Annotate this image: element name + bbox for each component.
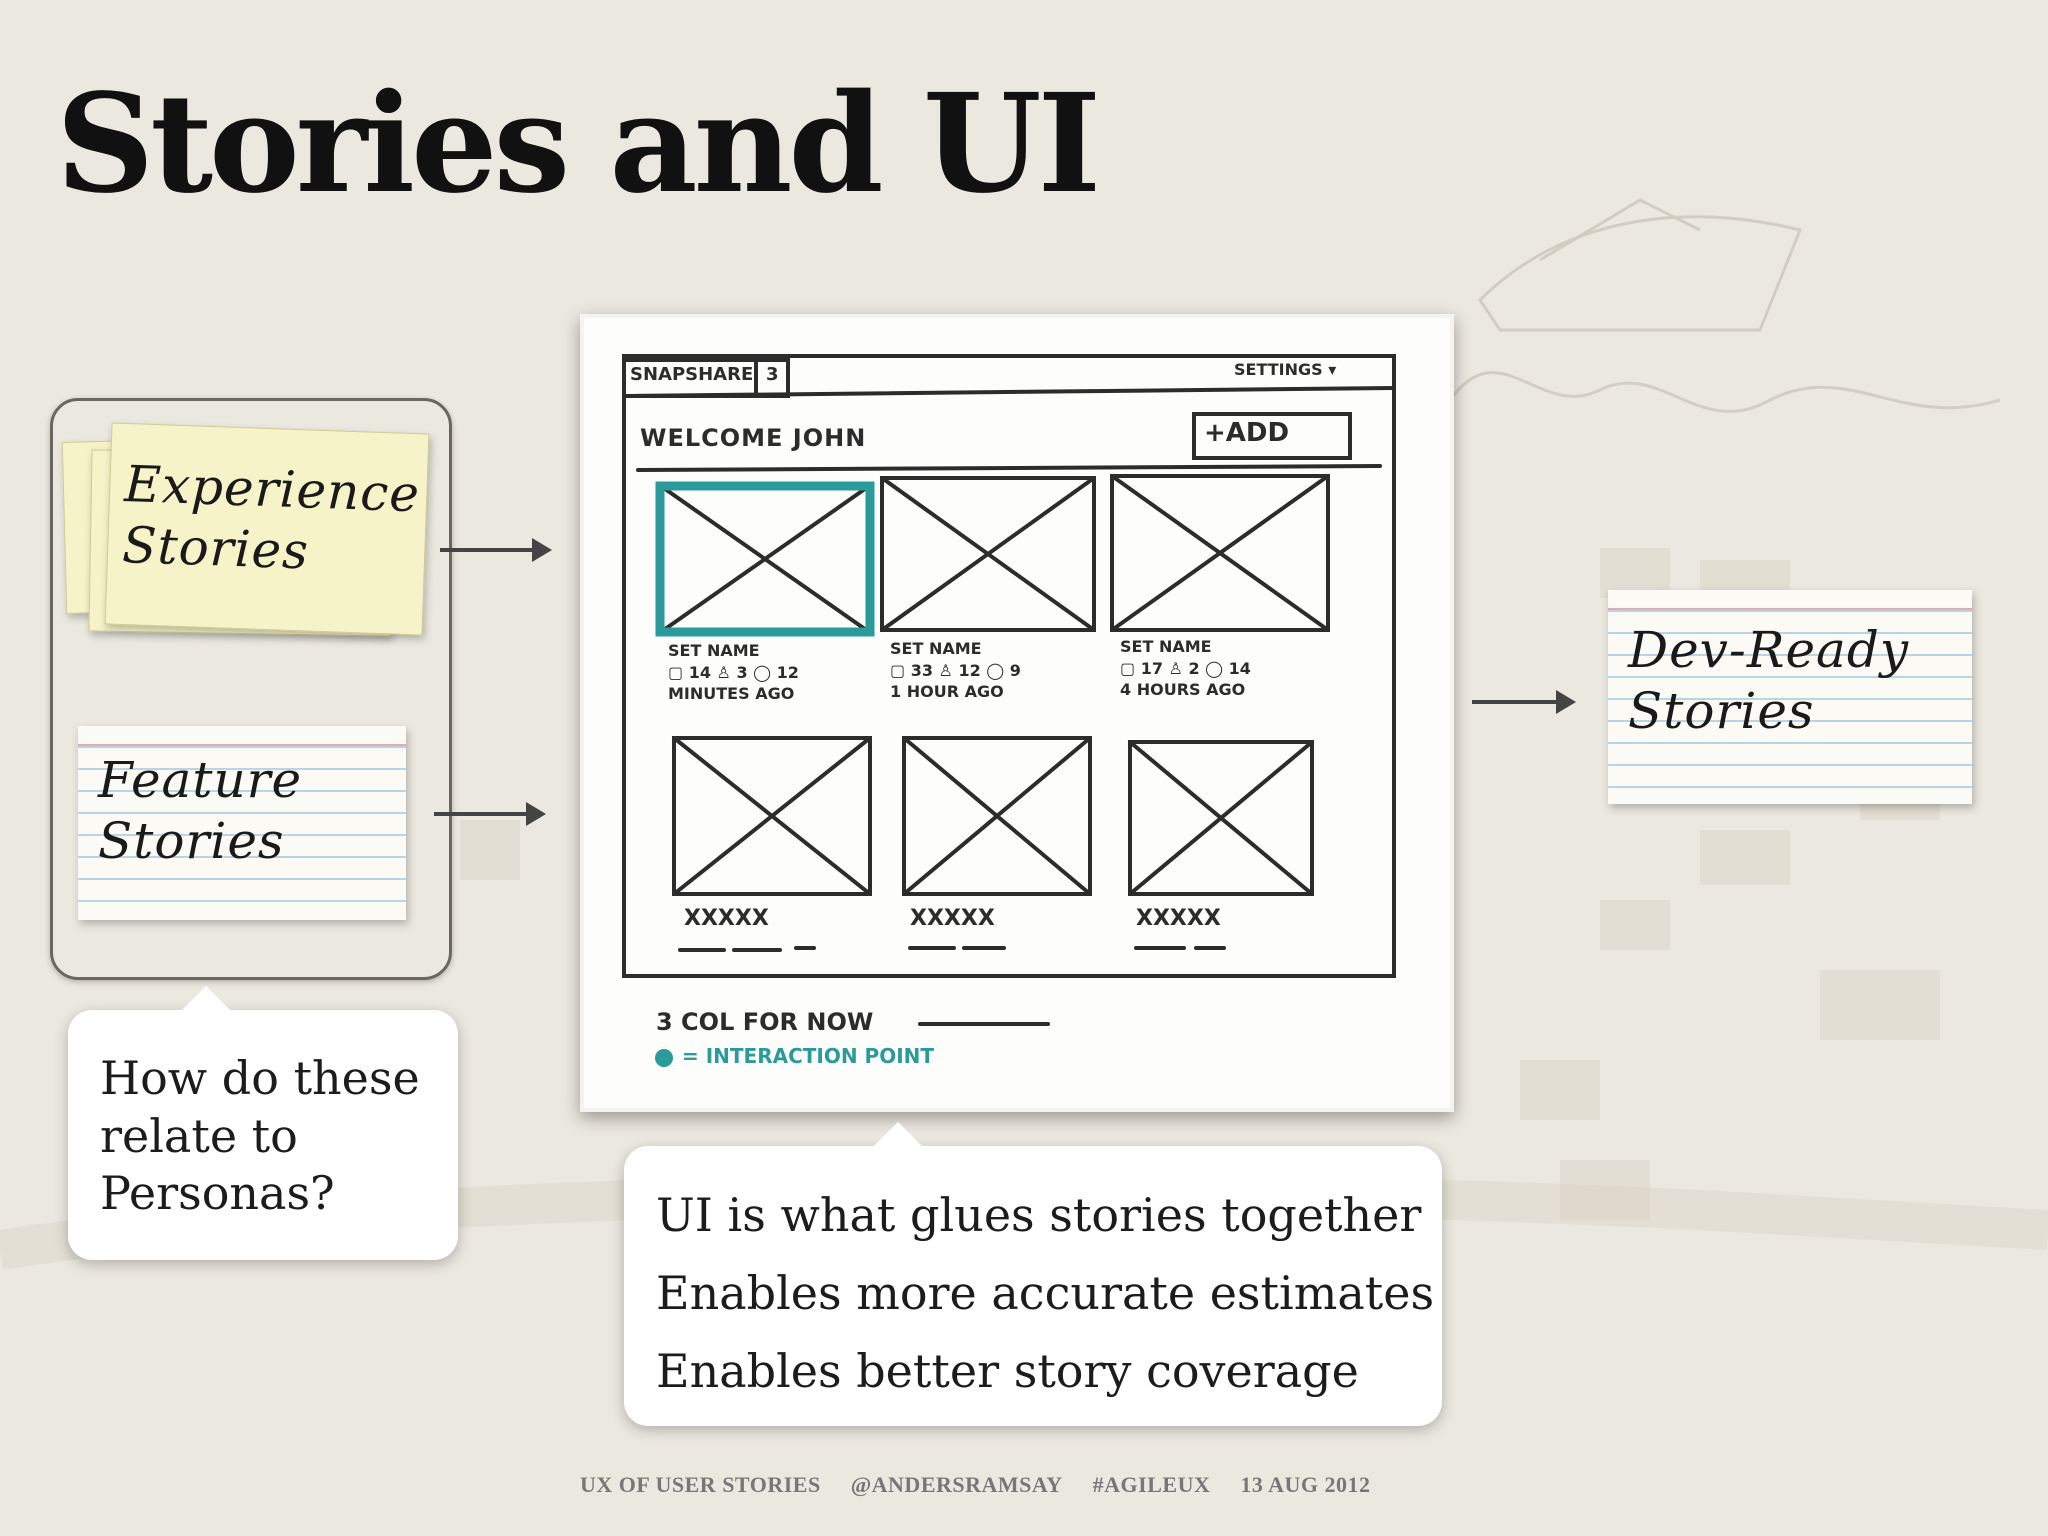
feature-label-line2: Stories [98,812,285,870]
feature-stories-card: Feature Stories [78,726,406,920]
ui-benefits-callout: UI is what glues stories together Enable… [624,1122,1442,1426]
ui-benefit-line: Enables more accurate estimates [656,1266,1435,1321]
wireframe-app-name: SNAPSHARE [630,364,754,385]
dev-ready-label-line1: Dev-Ready [1628,621,1910,679]
footer-date: 13 AUG 2012 [1240,1472,1371,1497]
personas-callout: How do these relate to Personas? [68,986,458,1260]
arrow-feature-to-ui [434,802,546,826]
tile-name: SET NAME [890,639,982,658]
slide-footer: UX OF USER STORIES @ANDERSRAMSAY #AGILEU… [580,1472,1480,1498]
wireframe-add-button: +ADD [1204,418,1290,448]
footer-hashtag: #AGILEUX [1092,1472,1211,1497]
personas-callout-line: relate to [100,1108,298,1163]
experience-label-line1: Experience [123,455,421,524]
tile-caption-1: SET NAME ▢ 14 ♙ 3 ◯ 12 MINUTES AGO [668,640,799,705]
highlighted-tile [655,481,875,637]
feature-label-line1: Feature [98,751,303,809]
ui-benefit-line: Enables better story coverage [656,1344,1359,1399]
tile-time: 1 HOUR AGO [890,682,1004,702]
wireframe-drawing [622,354,1396,1067]
tile-caption-3: SET NAME ▢ 17 ♙ 2 ◯ 14 4 HOURS AGO [1120,636,1251,701]
wireframe-settings: SETTINGS ▾ [1234,360,1337,379]
story-group-box [50,398,452,980]
arrow-ui-to-dev-ready [1472,690,1576,714]
ui-benefit-line: UI is what glues stories together [656,1188,1422,1242]
personas-callout-line: How do these [100,1051,420,1105]
wireframe-note-columns: 3 COL FOR NOW [656,1008,874,1036]
experience-stories-card: Experience Stories [104,422,430,636]
tile-stats: ▢ 14 ♙ 3 ◯ 12 [668,662,799,682]
arrow-experience-to-ui [440,538,552,562]
dev-ready-label-line2: Stories [1628,682,1815,740]
personas-callout-line: Personas? [100,1166,335,1220]
footer-talk-title: UX OF USER STORIES [580,1472,821,1497]
interaction-point-dot [655,1049,673,1067]
wireframe-welcome: WELCOME JOHN [640,424,867,452]
dev-ready-stories-card: Dev-Ready Stories [1608,590,1972,804]
tile-stats: ▢ 17 ♙ 2 ◯ 14 [1120,658,1251,678]
wireframe-badge: 3 [766,364,779,385]
tile-caption-4: XXXXX [684,906,769,931]
experience-label-line2: Stories [121,515,310,581]
tile-caption-6: XXXXX [1136,906,1221,931]
tile-caption-5: XXXXX [910,906,995,931]
tile-time: MINUTES AGO [668,684,795,704]
ui-wireframe-sketch: SNAPSHARE 3 SETTINGS ▾ WELCOME JOHN +ADD… [580,314,1454,1112]
tile-time: 4 HOURS AGO [1120,680,1246,700]
wireframe-note-legend: = INTERACTION POINT [682,1044,935,1068]
slide-title: Stories and UI [56,64,1101,224]
tile-caption-2: SET NAME ▢ 33 ♙ 12 ◯ 9 1 HOUR AGO [890,638,1021,703]
tile-name: SET NAME [1120,637,1212,656]
footer-handle: @ANDERSRAMSAY [850,1472,1063,1497]
tile-stats: ▢ 33 ♙ 12 ◯ 9 [890,660,1021,680]
tile-name: SET NAME [668,641,760,660]
